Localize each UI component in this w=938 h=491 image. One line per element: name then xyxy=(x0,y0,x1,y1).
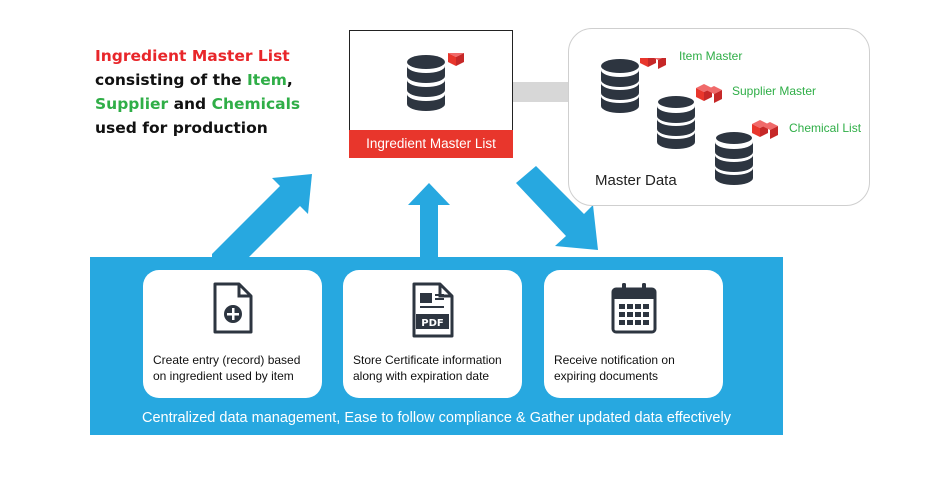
footer-text: Centralized data management, Ease to fol… xyxy=(142,410,731,426)
database-icon xyxy=(407,53,464,111)
card-receive-notification-text: Receive notification on expiring documen… xyxy=(554,353,675,383)
cubes-icon xyxy=(752,120,778,139)
arrow-up-icon xyxy=(408,183,450,260)
cubes-icon xyxy=(448,53,464,66)
headline-supplier: Supplier xyxy=(95,95,169,113)
ingredient-master-list-box: Ingredient Master List xyxy=(349,30,513,158)
item-master-label: Item Master xyxy=(679,49,743,63)
chemical-list-database-icon xyxy=(714,130,754,185)
card-receive-notification: Receive notification on expiring documen… xyxy=(544,270,723,398)
add-document-icon xyxy=(213,282,252,334)
cubes-icon xyxy=(640,58,666,69)
item-master-database-icon xyxy=(601,59,639,113)
pdf-icon-label: PDF xyxy=(421,318,443,329)
headline-item: Item xyxy=(247,71,287,89)
headline-ingredient-master-list: Ingredient Master List xyxy=(95,47,290,65)
master-data-title: Master Data xyxy=(595,172,677,189)
calendar-icon xyxy=(611,283,656,334)
headline-and: and xyxy=(168,95,212,113)
card-create-entry-text: Create entry (record) based on ingredien… xyxy=(153,353,301,383)
chemical-list-label: Chemical List xyxy=(789,121,862,135)
headline-text: consisting of the xyxy=(95,71,248,89)
headline-comma: , xyxy=(286,71,293,89)
card-store-certificate-text: Store Certificate information along with… xyxy=(353,353,502,383)
headline-chemicals: Chemicals xyxy=(211,95,301,113)
arrow-up-right-icon xyxy=(212,174,312,268)
arrow-down-right-icon xyxy=(516,166,598,250)
supplier-master-label: Supplier Master xyxy=(732,84,817,98)
ingredient-master-list-label: Ingredient Master List xyxy=(349,130,513,158)
card-store-certificate: PDF Store Certificate information along … xyxy=(343,270,522,398)
pdf-document-icon: PDF xyxy=(412,282,453,338)
headline: Ingredient Master List consisting of the… xyxy=(95,44,355,140)
headline-used-for-production: used for production xyxy=(95,119,268,137)
supplier-master-database-icon xyxy=(656,94,696,149)
cubes-icon xyxy=(696,84,722,103)
card-create-entry: Create entry (record) based on ingredien… xyxy=(143,270,322,398)
master-databases xyxy=(601,58,778,185)
